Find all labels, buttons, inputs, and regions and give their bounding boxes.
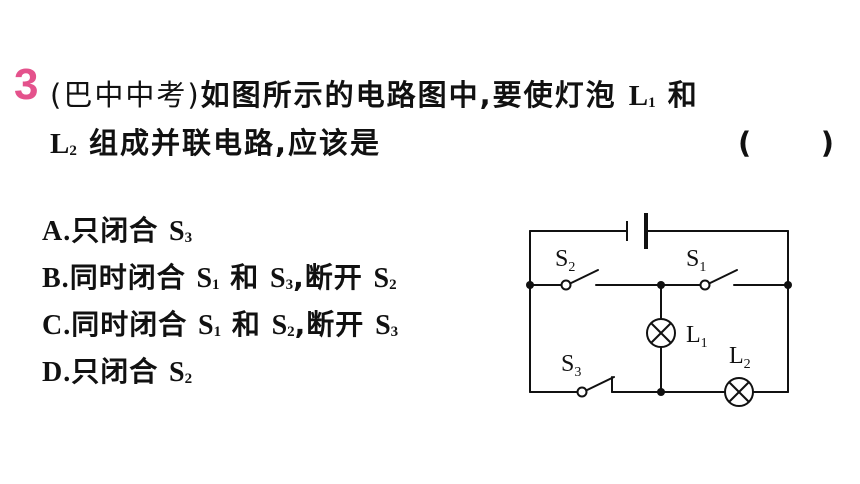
option-c[interactable]: C.同时闭合 S1 和 S2,断开 S3	[42, 308, 398, 343]
option-b-mid: ,断开	[293, 261, 363, 294]
option-a-text: 只闭合	[71, 214, 159, 247]
label-s1: S1	[686, 246, 706, 275]
paren-open: (	[738, 126, 752, 160]
label-s2: S2	[555, 246, 575, 275]
junction-left	[526, 281, 534, 289]
label-l2: L2	[729, 343, 751, 372]
answer-blank: ( )	[738, 126, 834, 161]
question-line-2: L2 组成并联电路,应该是	[50, 126, 381, 162]
option-b-switch-3: S2	[373, 263, 397, 294]
switch-s2-contact	[560, 279, 572, 291]
option-b-switch-2: S3	[270, 263, 294, 294]
option-b[interactable]: B.同时闭合 S1 和 S3,断开 S2	[42, 261, 397, 296]
symbol-l1: L1	[628, 80, 656, 112]
option-c-switch-2: S2	[271, 310, 295, 341]
question-number: 3	[14, 60, 39, 109]
question-text-part1: 如图所示的电路图中,要使灯泡	[200, 78, 617, 112]
option-b-switch-1: S1	[196, 263, 220, 294]
paren-close: )	[820, 126, 834, 160]
option-c-text: 同时闭合	[71, 308, 188, 341]
switch-s1-blade	[705, 269, 738, 286]
lamp-l1-icon	[646, 318, 676, 348]
option-a[interactable]: A.只闭合 S3	[42, 214, 192, 249]
option-c-letter: C.	[42, 310, 72, 341]
lamp-l2-icon	[724, 377, 754, 407]
switch-s3-contact	[576, 386, 588, 398]
question-text-part2: 组成并联电路,应该是	[88, 126, 381, 160]
junction-mid-top	[657, 281, 665, 289]
symbol-l2: L2	[50, 128, 77, 160]
question-line-1: (巴中中考)如图所示的电路图中,要使灯泡 L1 和	[50, 78, 699, 114]
junction-right	[784, 281, 792, 289]
junction-mid-bottom	[657, 388, 665, 396]
option-b-letter: B.	[42, 263, 70, 294]
option-c-switch-3: S3	[375, 310, 399, 341]
option-a-switch: S3	[169, 216, 193, 247]
option-a-letter: A.	[42, 216, 72, 247]
switch-s1-contact	[699, 279, 711, 291]
option-d[interactable]: D.只闭合 S2	[42, 355, 192, 390]
option-c-and: 和	[231, 308, 261, 341]
switch-s3-blade	[582, 376, 615, 393]
label-l1: L1	[686, 322, 708, 351]
option-c-mid: ,断开	[294, 308, 365, 341]
option-b-and: 和	[230, 261, 260, 294]
question-source: (巴中中考)	[50, 78, 201, 112]
option-d-text: 只闭合	[71, 355, 159, 388]
option-b-text: 同时闭合	[69, 261, 186, 294]
switch-s2-blade	[566, 269, 599, 286]
question-and: 和	[667, 78, 699, 112]
option-d-letter: D.	[42, 357, 72, 388]
label-s3: S3	[561, 351, 581, 380]
option-c-switch-1: S1	[198, 310, 222, 341]
option-d-switch: S2	[169, 357, 193, 388]
